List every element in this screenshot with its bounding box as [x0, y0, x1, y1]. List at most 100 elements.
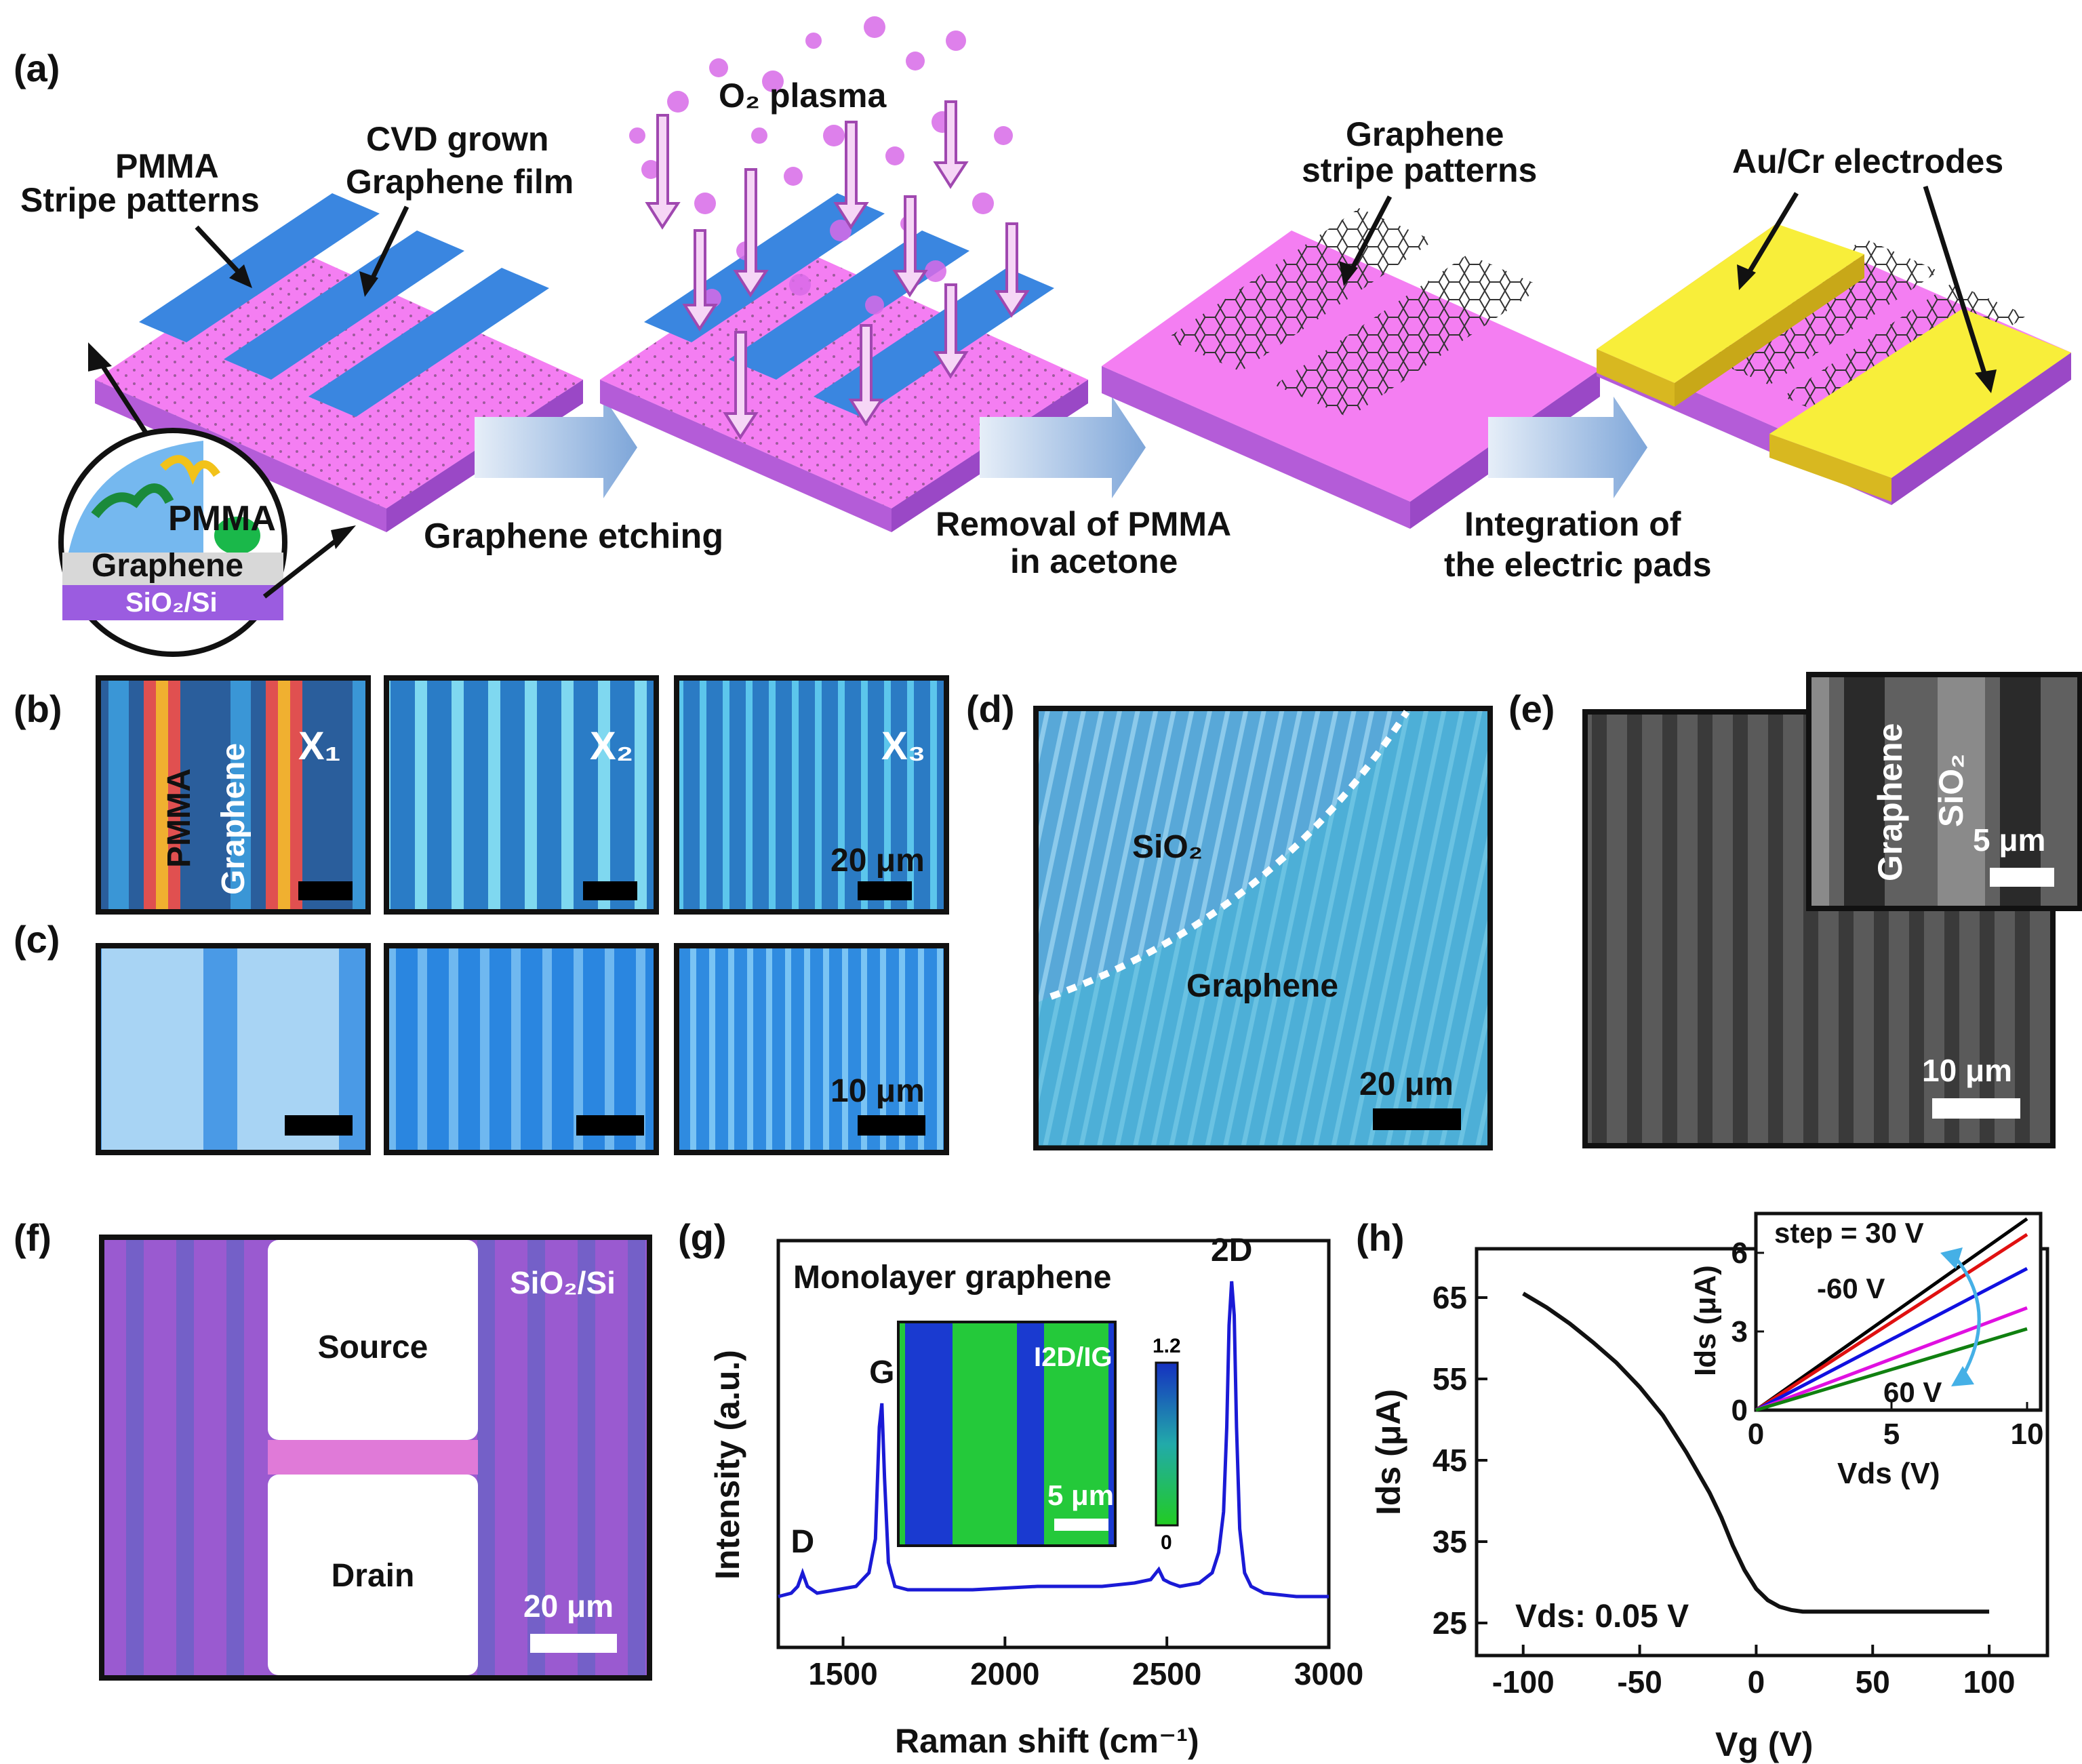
b-pmma-label: PMMA — [161, 768, 197, 868]
panel-label-f: (f) — [14, 1216, 52, 1259]
h-x-tick-label: 50 — [1856, 1664, 1890, 1700]
g-x-tick-label: 3000 — [1294, 1656, 1363, 1691]
inset-pmma-label: PMMA — [168, 499, 276, 538]
label-cvd-1: CVD grown — [366, 120, 548, 158]
h-inset-x-tick-label: 5 — [1883, 1418, 1900, 1451]
c-scalebar-1 — [285, 1115, 353, 1136]
f-scalebar — [530, 1634, 617, 1653]
micrograph-b-x1 — [96, 675, 371, 915]
b-scalebar-1 — [298, 881, 353, 900]
plasma-arrows — [645, 100, 1030, 440]
process-arrow-3 — [1488, 397, 1647, 498]
g-inset-label: I2D/IG — [1034, 1342, 1113, 1372]
h-y-tick-label: 25 — [1433, 1605, 1467, 1641]
inset-graphene-label: Graphene — [92, 548, 243, 584]
label-cvd-2: Graphene film — [346, 163, 574, 201]
arrow-cvd — [367, 205, 409, 286]
f-drain-label: Drain — [332, 1558, 415, 1594]
micrograph-b-x2 — [384, 675, 659, 915]
e-inset-graphene: Graphene — [1871, 723, 1909, 881]
g-title: Monolayer graphene — [793, 1260, 1111, 1296]
b-x3-label: X₃ — [881, 724, 926, 768]
h-inset-series-line — [1755, 1266, 2028, 1412]
d-scale-text: 20 μm — [1359, 1066, 1454, 1102]
h-x-tick-label: 0 — [1748, 1664, 1765, 1700]
h-y-tick-label: 55 — [1433, 1361, 1467, 1397]
g-ylabel: Intensity (a.u.) — [708, 1350, 746, 1580]
g-xlabel: Raman shift (cm⁻¹) — [895, 1722, 1199, 1760]
g-colorbar — [1155, 1361, 1179, 1527]
inset-substrate-label: SiO₂/Si — [125, 588, 218, 618]
h-x-tick-label: -100 — [1492, 1664, 1555, 1700]
panel-f: (f) Source Drain SiO₂/Si 20 μm — [14, 1216, 652, 1681]
h-inset-ylabel: Ids (μA) — [1689, 1265, 1722, 1376]
step-label-removal-2: in acetone — [1010, 542, 1178, 580]
slab-graphene-stripes — [1102, 208, 1600, 529]
arrow-pmma — [195, 225, 246, 280]
label-stripes-2: stripe patterns — [1302, 151, 1537, 189]
h-annotation: Vds: 0.05 V — [1515, 1599, 1689, 1635]
f-scale-text: 20 μm — [523, 1588, 614, 1624]
c-scalebar-3 — [858, 1115, 925, 1136]
g-colorbar-max: 1.2 — [1153, 1335, 1181, 1357]
h-y-tick-label: 35 — [1433, 1524, 1467, 1559]
h-inset-y-tick-label: 0 — [1731, 1394, 1748, 1427]
micrograph-b-x3 — [674, 675, 949, 915]
label-plasma: O₂ plasma — [719, 77, 887, 115]
f-substrate-label: SiO₂/Si — [510, 1265, 616, 1300]
panel-label-d: (d) — [966, 687, 1015, 730]
b-x1-label: X₁ — [298, 724, 341, 768]
d-sio2-label: SiO₂ — [1132, 829, 1203, 865]
h-inset-y-tick-label: 6 — [1731, 1237, 1748, 1270]
b-graphene-label: Graphene — [216, 743, 252, 895]
g-x-tick-label: 1500 — [808, 1656, 877, 1691]
label-pmma-stripes-2: Stripe patterns — [20, 181, 260, 219]
h-inset-curved-arrow — [1951, 1253, 1981, 1378]
panel-d: (d) SiO₂ Graphene 20 μm — [966, 687, 1493, 1150]
h-x-tick-label: 100 — [1963, 1664, 2016, 1700]
h-inset-y-tick-label: 3 — [1731, 1315, 1748, 1348]
panel-a: (a) PMMA Graphene SiO₂/Si — [14, 16, 2071, 657]
h-inset-xlabel: Vds (V) — [1837, 1457, 1940, 1490]
panel-e: (e) Graphene SiO₂ 5 μm 10 μm — [1508, 672, 2082, 1148]
h-x-tick-label: -50 — [1617, 1664, 1662, 1700]
panel-label-a: (a) — [14, 47, 60, 89]
d-graphene-label: Graphene — [1186, 968, 1338, 1004]
d-scalebar — [1373, 1108, 1461, 1130]
h-inset-minus60: -60 V — [1817, 1272, 1885, 1304]
slab-device — [1597, 224, 2071, 505]
g-raman-spectrum — [778, 1281, 1329, 1599]
panel-label-h: (h) — [1356, 1216, 1405, 1259]
panel-c: (c) 10 μm — [14, 918, 949, 1155]
h-xlabel: Vg (V) — [1715, 1725, 1813, 1763]
h-inset-plus60: 60 V — [1883, 1376, 1942, 1408]
h-inset-x-tick-label: 10 — [2011, 1418, 2044, 1451]
panel-g: (g) Monolayer graphene Intensity (a.u.) … — [678, 1216, 1363, 1760]
g-colorbar-min: 0 — [1161, 1531, 1172, 1554]
label-pmma-stripes-1: PMMA — [115, 147, 219, 185]
micrograph-d — [1033, 706, 1493, 1150]
g-x-tick-label: 2000 — [970, 1656, 1039, 1691]
process-arrow-2 — [980, 397, 1146, 498]
step-label-integration-1: Integration of — [1464, 505, 1681, 543]
plasma-particles — [629, 16, 1013, 315]
arrow-stripes — [1346, 195, 1393, 276]
drain-pad — [268, 1475, 478, 1675]
arrow-electrode-1 — [1743, 192, 1799, 279]
b-scale-text: 20 μm — [830, 843, 925, 879]
step-label-removal-1: Removal of PMMA — [936, 505, 1231, 543]
e-inset-sio2: SiO₂ — [1932, 754, 1970, 827]
e-inset-scalebar — [1990, 868, 2054, 887]
step-label-etching: Graphene etching — [424, 517, 723, 556]
c-scalebar-2 — [576, 1115, 644, 1136]
panel-label-b: (b) — [14, 687, 62, 730]
h-y-tick-label: 45 — [1433, 1443, 1467, 1478]
h-y-tick-label: 65 — [1433, 1280, 1467, 1315]
label-stripes-1: Graphene — [1346, 115, 1504, 153]
panel-label-e: (e) — [1508, 687, 1555, 730]
f-source-label: Source — [318, 1329, 428, 1365]
e-inset-scale: 5 μm — [1973, 822, 2045, 858]
